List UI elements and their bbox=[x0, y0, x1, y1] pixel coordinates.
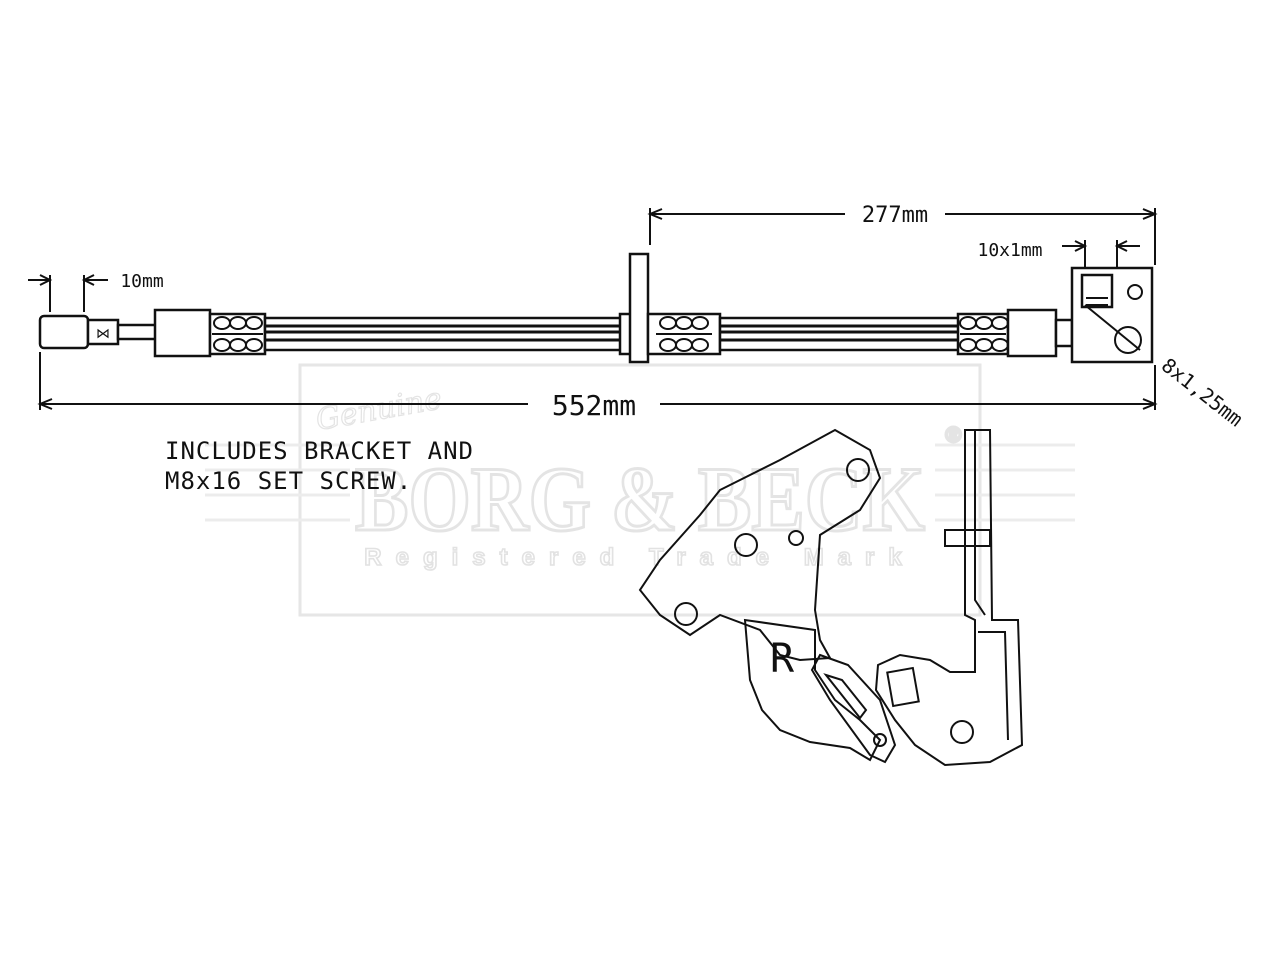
svg-text:⋈: ⋈ bbox=[96, 326, 110, 342]
left-spigot bbox=[116, 323, 158, 341]
bracket-side-label: R bbox=[770, 636, 795, 682]
watermark-speed-lines-right bbox=[935, 443, 1075, 522]
bracket-right-plate bbox=[874, 429, 1024, 767]
watermark-subtitle: Registered Trade Mark bbox=[364, 544, 915, 571]
hex-size-label: 10mm bbox=[120, 271, 163, 292]
hose-section-right bbox=[718, 316, 962, 352]
mounting-bracket: R bbox=[638, 428, 1024, 767]
dimension-bracket-position: 277mm bbox=[647, 203, 1158, 265]
watermark-registered-mark: ® bbox=[945, 422, 961, 447]
watermark-speed-lines-left bbox=[205, 443, 350, 522]
dimension-hex: 10mm bbox=[28, 271, 164, 312]
hose-section-left bbox=[263, 316, 627, 352]
overall-length-label: 552mm bbox=[552, 389, 636, 422]
note-line-1: INCLUDES BRACKET AND bbox=[165, 437, 474, 465]
left-hex-body bbox=[86, 318, 120, 346]
brake-hose-assembly: ⋈ bbox=[38, 252, 1154, 364]
bracket-lower-plate bbox=[743, 618, 882, 762]
watermark-brand: BORG & BECK bbox=[355, 448, 925, 550]
bracket-upper-plate bbox=[638, 428, 882, 662]
right-ferrule bbox=[1006, 308, 1058, 358]
note-line-2: M8x16 SET SCREW. bbox=[165, 467, 412, 495]
bracket-hole-3 bbox=[788, 530, 804, 546]
bracket-hole-2 bbox=[734, 533, 758, 557]
left-crimp bbox=[208, 312, 267, 356]
bracket-hole-4 bbox=[674, 602, 698, 626]
bracket-slot bbox=[886, 666, 920, 708]
left-tube-nut bbox=[38, 314, 90, 350]
hose-bracket-plate bbox=[628, 252, 650, 364]
bracket-position-label: 277mm bbox=[862, 203, 928, 228]
dimension-end-thread: 10x1mm bbox=[977, 240, 1140, 268]
bracket-hole-1 bbox=[846, 458, 870, 482]
bracket-slotted-tab bbox=[810, 653, 897, 764]
left-ferrule bbox=[153, 308, 212, 358]
banjo-thread-label: 8x1,25mm bbox=[1157, 353, 1248, 431]
dimension-overall: 552mm bbox=[37, 352, 1158, 422]
bracket-hole-5 bbox=[950, 720, 974, 744]
bracket-clip bbox=[944, 529, 991, 547]
banjo-fitting bbox=[1070, 266, 1154, 364]
middle-crimp bbox=[646, 312, 722, 356]
watermark-frame bbox=[298, 363, 982, 617]
note-block: INCLUDES BRACKET AND M8x16 SET SCREW. bbox=[165, 437, 474, 495]
right-crimp bbox=[956, 312, 1010, 356]
watermark-script: Genuine bbox=[313, 381, 444, 438]
end-thread-label: 10x1mm bbox=[977, 240, 1042, 261]
